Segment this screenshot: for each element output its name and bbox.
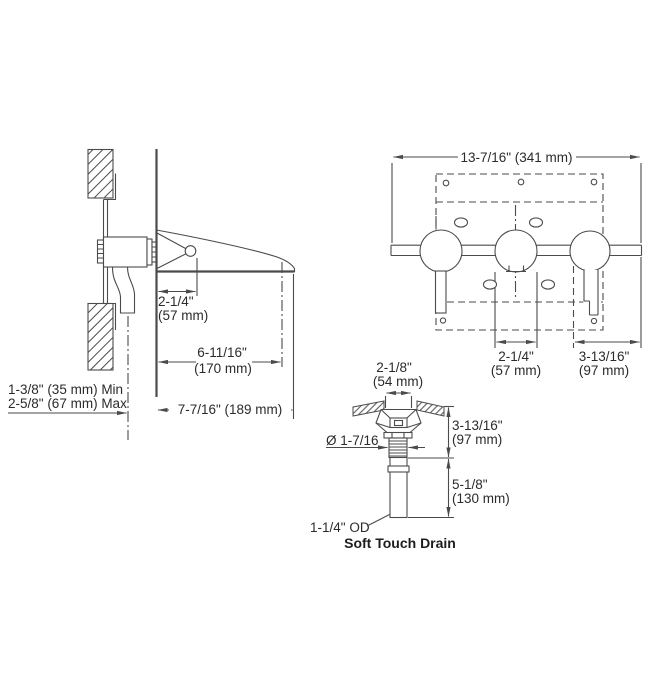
flange-button-inner bbox=[393, 419, 404, 427]
supply-tube bbox=[111, 266, 136, 314]
tailpiece-coupling bbox=[387, 465, 410, 473]
dim-tailpiece-length-mm: (130 mm) bbox=[452, 491, 510, 506]
drain-nut bbox=[383, 431, 413, 439]
wall-stud-top bbox=[87, 148, 114, 199]
mounting-slot bbox=[540, 279, 556, 290]
spout-outlet-notch bbox=[506, 265, 526, 273]
dim-outlet-offset-in: 2-1/4" bbox=[158, 294, 194, 309]
screw-hole bbox=[442, 179, 450, 187]
dim-upper-length-in: 3-13/16" bbox=[452, 418, 503, 433]
screw-hole bbox=[590, 317, 598, 325]
valve-mount-plate bbox=[146, 238, 153, 266]
spout-profile bbox=[155, 229, 296, 273]
dim-outlet-reach-in: 6-11/16" bbox=[197, 345, 247, 360]
dim-body-diameter-label: Ø 1-7/16 bbox=[326, 433, 379, 448]
screw-hole bbox=[439, 317, 447, 324]
mounting-slot bbox=[528, 217, 544, 228]
wall-thickness-min-label: 1-3/8" (35 mm) Min bbox=[8, 382, 123, 397]
screw-hole bbox=[517, 178, 525, 186]
dim-handle-span-mm: (97 mm) bbox=[579, 363, 629, 378]
text-mask bbox=[458, 149, 576, 164]
left-valve-stem bbox=[434, 270, 447, 314]
thread-lines bbox=[389, 440, 407, 457]
dim-spout-length-label: 7-7/16" (189 mm) bbox=[178, 402, 283, 417]
text-mask bbox=[169, 402, 291, 417]
dim-flange-width-mm: (54 mm) bbox=[373, 374, 423, 389]
drain-view: 2-1/8" (54 mm) Ø 1-7/16 3-13/16" (97 mm)… bbox=[310, 360, 510, 551]
right-handle-escutcheon bbox=[569, 230, 611, 272]
flange-facets bbox=[375, 409, 422, 429]
dim-center-spacing-in: 2-1/4" bbox=[498, 349, 534, 364]
text-mask bbox=[196, 358, 252, 375]
dim-outlet-reach-mm: (170 mm) bbox=[194, 361, 252, 376]
od-leader bbox=[366, 514, 390, 527]
spout-screw bbox=[184, 245, 197, 257]
drain-caption: Soft Touch Drain bbox=[344, 535, 456, 551]
mounting-bracket bbox=[102, 173, 117, 330]
front-view: 13-7/16" (341 mm) 2-1/4" (57 mm) 3-13/16… bbox=[390, 149, 643, 378]
valve-end-cap bbox=[96, 239, 105, 264]
dim-upper-length-mm: (97 mm) bbox=[452, 432, 502, 447]
dim-overall-width-label: 13-7/16" (341 mm) bbox=[460, 150, 572, 165]
dim-center-spacing-mm: (57 mm) bbox=[491, 363, 541, 378]
screw-hole bbox=[590, 178, 598, 186]
od-label: 1-1/4" OD bbox=[310, 520, 370, 535]
valve-body bbox=[102, 236, 148, 268]
valve-end-cap-ridges bbox=[97, 243, 104, 259]
mounting-slot bbox=[453, 217, 469, 228]
dim-tailpiece-length-in: 5-1/8" bbox=[452, 477, 488, 492]
flange-button-outer bbox=[389, 417, 408, 429]
side-view: 2-1/4" (57 mm) 6-11/16" (170 mm) 1-3/8" … bbox=[8, 148, 296, 440]
spout-inner-lines bbox=[156, 232, 187, 269]
mounting-slot bbox=[482, 279, 498, 290]
nut-facets bbox=[391, 432, 405, 438]
sink-deck-right bbox=[416, 400, 445, 417]
dim-outlet-offset-mm: (57 mm) bbox=[158, 308, 208, 323]
dim-flange-width-in: 2-1/8" bbox=[376, 360, 412, 375]
wall-stud-bottom bbox=[87, 302, 114, 371]
left-handle-escutcheon bbox=[419, 229, 463, 273]
wall-thickness-max-label: 2-5/8" (67 mm) Max bbox=[8, 396, 127, 411]
right-valve-stem bbox=[583, 270, 599, 316]
center-spout-escutcheon bbox=[494, 229, 538, 273]
dim-handle-span-in: 3-13/16" bbox=[579, 349, 630, 364]
right-valve-stem-fill bbox=[583, 270, 599, 315]
